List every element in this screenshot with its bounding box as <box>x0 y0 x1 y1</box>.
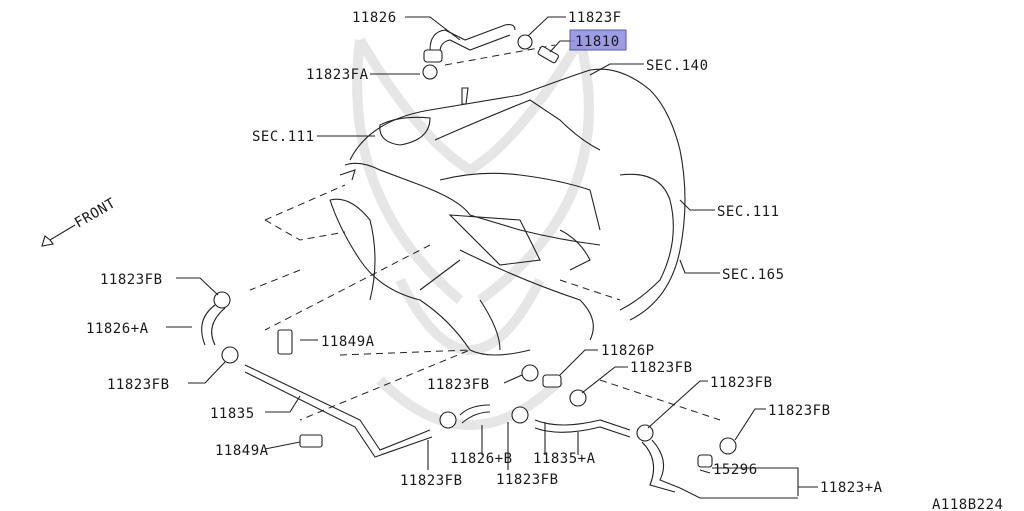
callout-11849a[interactable]: 11849A <box>321 334 375 350</box>
callout-11823fb[interactable]: 11823FB <box>768 403 831 419</box>
callout-11823fb[interactable]: 11823FB <box>710 375 773 391</box>
hose-icon <box>641 439 681 493</box>
callout-sec165[interactable]: SEC.165 <box>722 267 785 283</box>
clamp-icon <box>221 346 239 364</box>
clamp-icon <box>422 64 438 80</box>
clamp-icon <box>213 291 231 309</box>
hose-icon <box>697 454 713 468</box>
callout-11823fa[interactable]: 11823FA <box>306 67 369 83</box>
callout-11835a[interactable]: 11835+A <box>533 451 596 467</box>
callout-11849a[interactable]: 11849A <box>215 443 269 459</box>
callout-11823fb[interactable]: 11823FB <box>496 472 559 488</box>
hose-icon <box>542 374 562 388</box>
clamp-icon <box>517 34 533 50</box>
callout-11823fb[interactable]: 11823FB <box>630 360 693 376</box>
hose-icon <box>459 404 491 424</box>
callout-11810[interactable]: 11810 <box>575 34 620 50</box>
pipe-icon <box>244 364 433 458</box>
callout-11823fb[interactable]: 11823FB <box>100 272 163 288</box>
part-highlight <box>569 29 627 51</box>
clamp-icon <box>439 411 457 429</box>
callout-11823fb[interactable]: 11823FB <box>400 473 463 489</box>
bolt-icon <box>299 434 323 448</box>
callout-sec111-left[interactable]: SEC.111 <box>252 129 315 145</box>
callout-11835[interactable]: 11835 <box>210 406 255 422</box>
pipe-icon <box>534 419 631 438</box>
clamp-icon <box>569 389 587 407</box>
engine-outline <box>329 68 686 356</box>
pcv-valve-icon <box>537 45 559 64</box>
bolt-icon <box>277 329 293 355</box>
front-label: FRONT <box>72 195 119 231</box>
callout-11826p[interactable]: 11826P <box>601 343 655 359</box>
watermark-logo <box>352 37 594 430</box>
callout-11823fb[interactable]: 11823FB <box>107 377 170 393</box>
leader-lines <box>166 16 818 499</box>
callout-sec140[interactable]: SEC.140 <box>646 58 709 74</box>
front-arrow: FRONT <box>41 195 119 247</box>
callout-11826b[interactable]: 11826+B <box>450 451 513 467</box>
callout-11823fb[interactable]: 11823FB <box>427 377 490 393</box>
callout-11826a[interactable]: 11826+A <box>86 321 149 337</box>
reference-dashes <box>249 44 721 421</box>
clamp-icon <box>511 406 529 424</box>
callout-11826[interactable]: 11826 <box>352 10 397 26</box>
hose-icon <box>201 304 226 346</box>
diagram-id: A118B224 <box>932 497 1003 511</box>
hose-11826-shape <box>423 24 516 63</box>
callout-sec111-right[interactable]: SEC.111 <box>717 204 780 220</box>
callout-11823a[interactable]: 11823+A <box>820 480 883 496</box>
callout-15296[interactable]: 15296 <box>713 462 758 478</box>
clamp-icon <box>521 364 539 382</box>
clamp-icon <box>719 437 737 455</box>
clamp-icon <box>636 424 654 442</box>
callout-11823f[interactable]: 11823F <box>568 10 622 26</box>
